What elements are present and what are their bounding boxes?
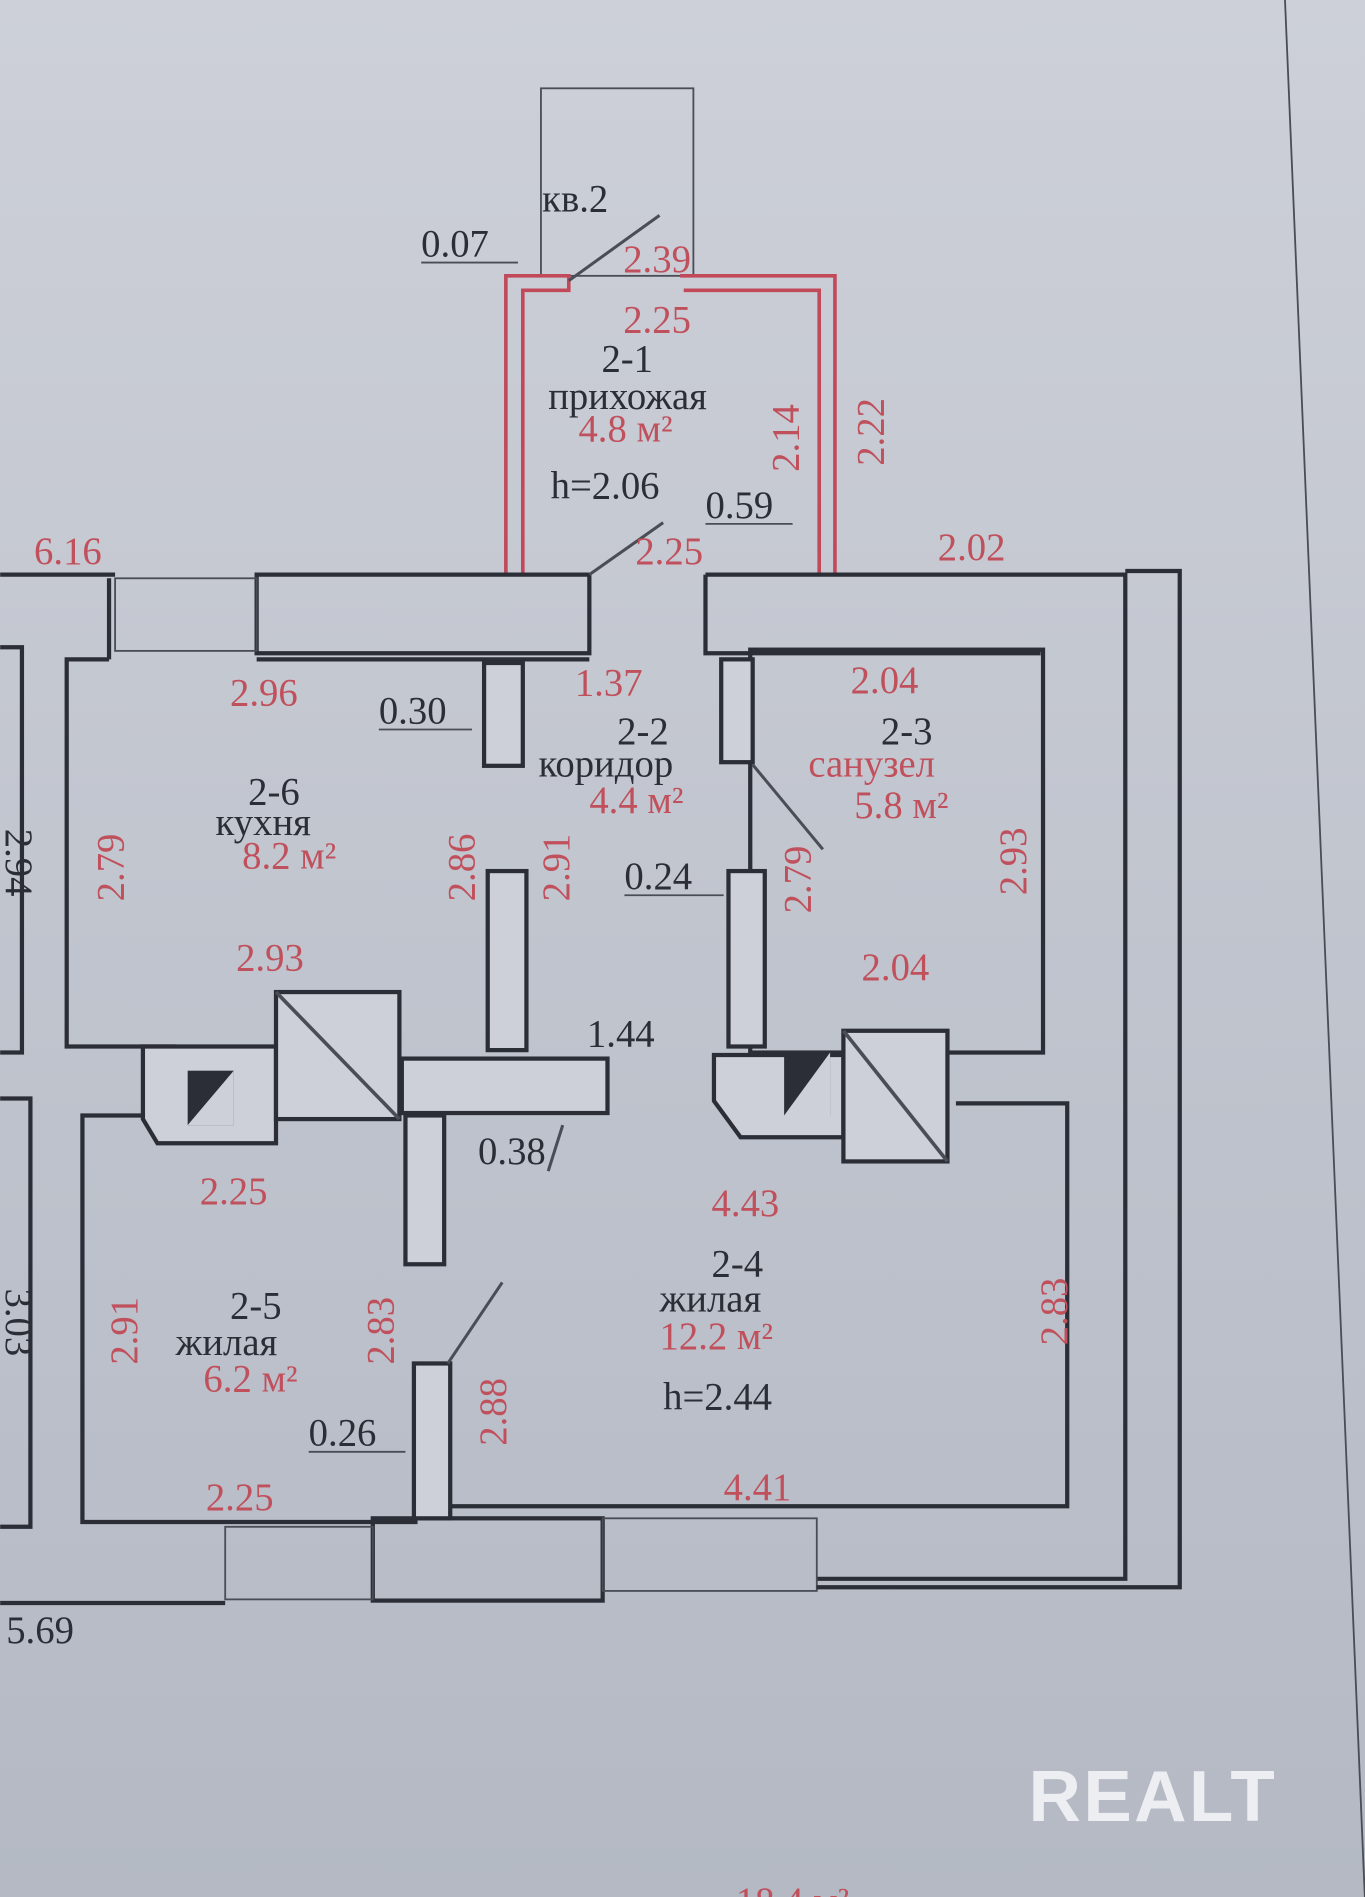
partition	[481, 660, 525, 768]
dim-label: 2.25	[200, 1171, 268, 1213]
dim-label: 2.83	[1034, 1278, 1076, 1346]
dim-label: 2.02	[938, 527, 1006, 569]
dim-label: 2.04	[862, 947, 930, 989]
dim-label: 0.26	[309, 1413, 377, 1455]
partition	[399, 1056, 610, 1116]
dim-label: 2.86	[441, 834, 483, 902]
stove-diagonal	[841, 1029, 949, 1163]
window-bottom-right	[601, 1517, 818, 1592]
neighbour-walls	[0, 645, 33, 1529]
room-name: кухня	[216, 802, 312, 844]
room-id: 2-5	[230, 1286, 282, 1328]
dim-label: 2.94	[0, 829, 39, 897]
dim-label: 4.41	[724, 1467, 792, 1509]
window-top-left	[114, 577, 258, 652]
room-name: жилая	[175, 1322, 278, 1364]
outer-wall	[0, 572, 1128, 1581]
window-bottom-left	[224, 1525, 374, 1601]
dim-label: 2.91	[536, 834, 578, 902]
room-id: 2-1	[601, 338, 653, 380]
bottom-wall	[0, 568, 1182, 1606]
dim-label: 2.88	[473, 1378, 515, 1446]
dim-label: 2.79	[91, 834, 133, 902]
room-name: прихожая	[548, 376, 707, 418]
bottom-wall-mid	[370, 1516, 605, 1603]
hallway-walls	[504, 274, 837, 575]
dim-label: 0.30	[379, 690, 447, 732]
bedroom-walls	[80, 1113, 418, 1525]
dim-label: 6.16	[34, 531, 102, 573]
dim-label: 2.25	[206, 1477, 274, 1519]
dim-label: 2.22	[850, 398, 892, 466]
partition	[403, 1113, 447, 1267]
room-area: 6.2 м²	[203, 1358, 297, 1400]
stove-diagonal	[274, 990, 401, 1121]
room-name: коридор	[539, 744, 674, 786]
dim-label: 0.59	[705, 485, 773, 527]
dim-label: 5.69	[6, 1610, 74, 1652]
room-id: 2-4	[712, 1243, 764, 1285]
dim-label: 2.04	[851, 660, 919, 702]
room-height: h=2.06	[551, 465, 660, 507]
room-area: 4.4 м²	[589, 780, 683, 822]
partition	[485, 868, 529, 1053]
dim-label: 1.44	[587, 1013, 655, 1055]
apartment-label: кв.2	[542, 179, 608, 221]
dim-label: 2.25	[635, 531, 703, 573]
dim-label: 2.25	[623, 300, 691, 342]
dim-label: 1.37	[575, 663, 643, 705]
entrance-porch	[540, 87, 695, 277]
dim-label: 3.03	[0, 1288, 39, 1356]
dim-label: 4.43	[712, 1183, 780, 1225]
dim-label: 0.07	[421, 223, 489, 265]
room-area: 5.8 м²	[854, 785, 948, 827]
partition	[726, 868, 767, 1049]
door-corridor	[588, 521, 665, 576]
room-id: 2-3	[881, 711, 933, 753]
dim-label: 0.38	[478, 1131, 546, 1173]
room-area: 12.2 м²	[660, 1316, 774, 1358]
door-bedroom	[446, 1281, 504, 1365]
dim-label: 2.96	[230, 672, 298, 714]
room-name: санузел	[808, 744, 935, 786]
door-bathroom	[751, 763, 825, 851]
room-height: h=2.44	[663, 1376, 772, 1418]
room-area: 8.2 м²	[242, 836, 336, 878]
partition	[411, 1361, 453, 1521]
room-id: 2-2	[617, 711, 669, 753]
watermark-logo: REALT	[1029, 1756, 1278, 1837]
dim-label: 2.91	[104, 1297, 146, 1365]
flue-mark	[187, 1070, 234, 1126]
room-name: жилая	[659, 1278, 762, 1320]
flue-mark	[784, 1052, 831, 1116]
room-area: 4.8 м²	[578, 409, 672, 451]
door-living	[546, 1124, 565, 1172]
dim-label: 2.79	[778, 846, 820, 914]
room-id: 2-6	[248, 772, 300, 814]
total-area: 18.4 м²	[736, 1881, 850, 1897]
kitchen-walls	[64, 578, 590, 1049]
dim-label: 2.39	[623, 239, 691, 281]
living-walls	[447, 1101, 1070, 1509]
dim-label: 2.93	[236, 937, 304, 979]
entry-door	[567, 214, 661, 282]
dim-label: 2.93	[993, 828, 1035, 896]
dim-label: 2.83	[360, 1297, 402, 1365]
page-border	[1284, 0, 1365, 1897]
dim-label: 2.14	[766, 404, 808, 472]
dim-label: 0.24	[624, 856, 692, 898]
partition	[719, 657, 755, 765]
